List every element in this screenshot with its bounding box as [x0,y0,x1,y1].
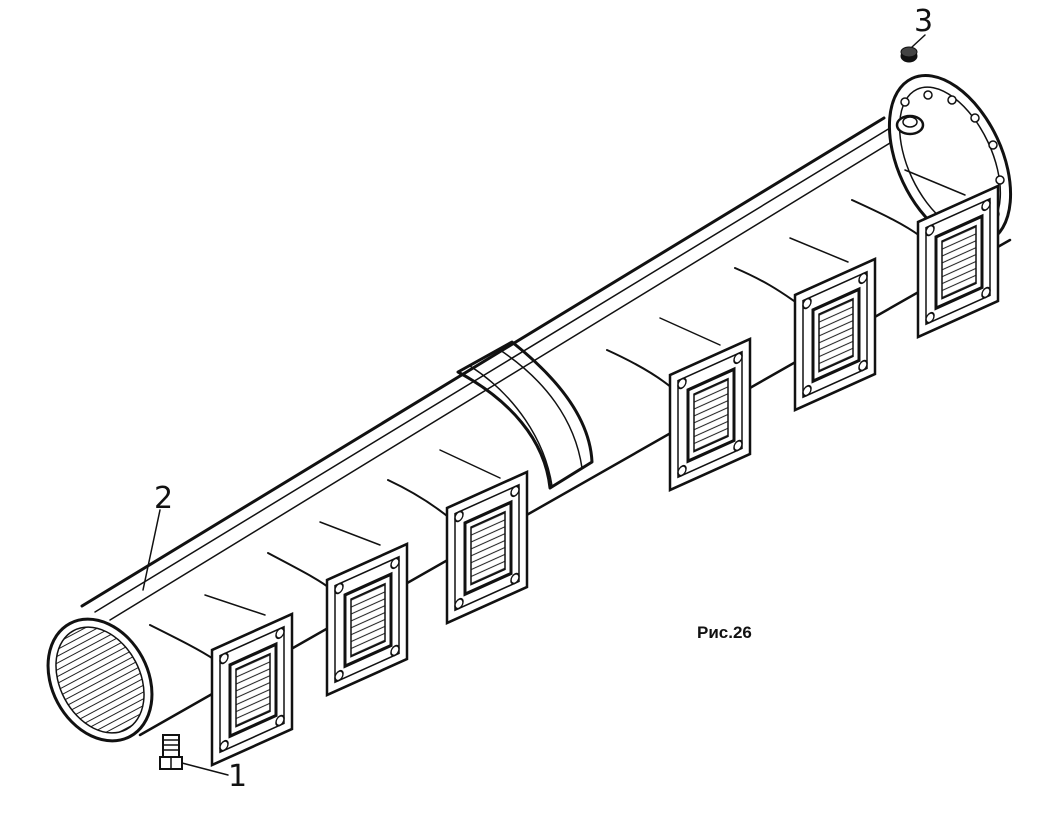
callout-2: 2 [154,481,173,516]
port-flange-1 [210,612,294,767]
leader-line-2 [142,509,161,591]
leader-line-1 [181,762,229,776]
port-flange-2 [325,542,409,697]
port-flange-5 [793,257,877,412]
figure-caption: Рис.26 [697,623,752,642]
branch-necks [149,169,966,661]
callout-1: 1 [228,759,247,794]
manifold-pipe [46,74,1013,743]
plug-bolt [159,734,183,770]
port-flange-3 [445,470,529,625]
port-flange-4 [668,337,752,492]
leader-line-3 [911,34,926,48]
small-plug [900,46,918,63]
callout-3: 3 [914,4,933,39]
